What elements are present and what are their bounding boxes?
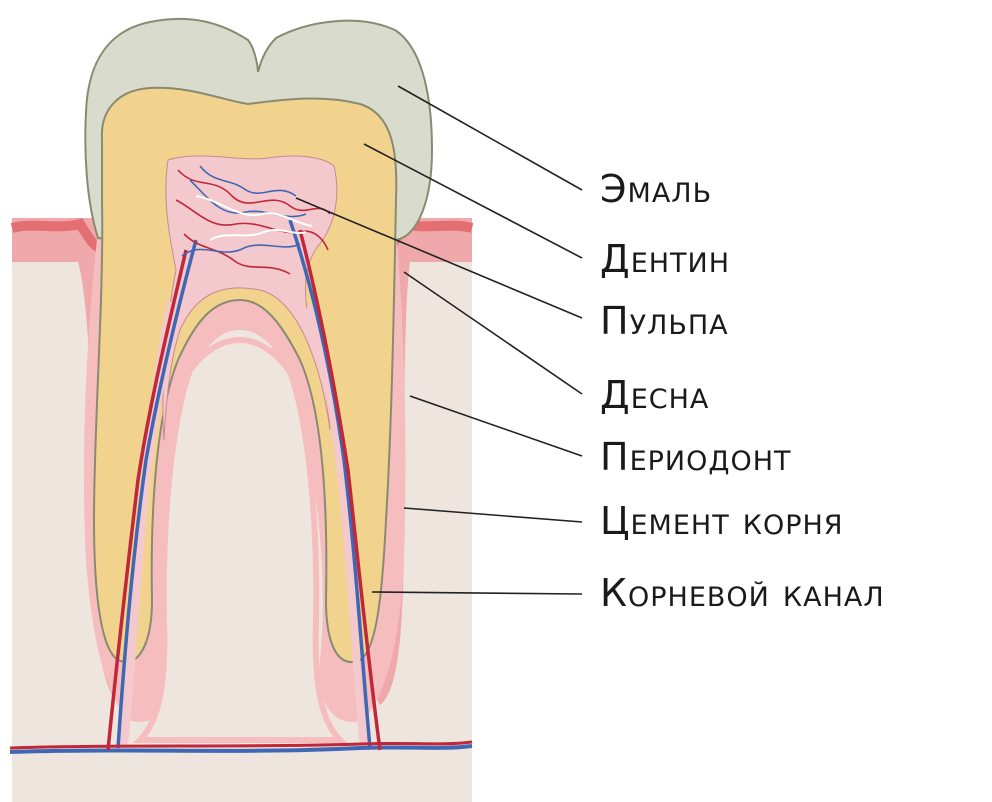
label-root-canal: Корневой канал	[600, 571, 885, 615]
label-periodontium: Периодонт	[600, 435, 792, 479]
label-gum: Десна	[600, 373, 709, 417]
label-dentin: Дентин	[600, 237, 730, 281]
label-enamel: Эмаль	[600, 167, 712, 211]
label-cementum: Цемент корня	[600, 499, 844, 543]
label-pulp: Пульпа	[600, 299, 729, 343]
